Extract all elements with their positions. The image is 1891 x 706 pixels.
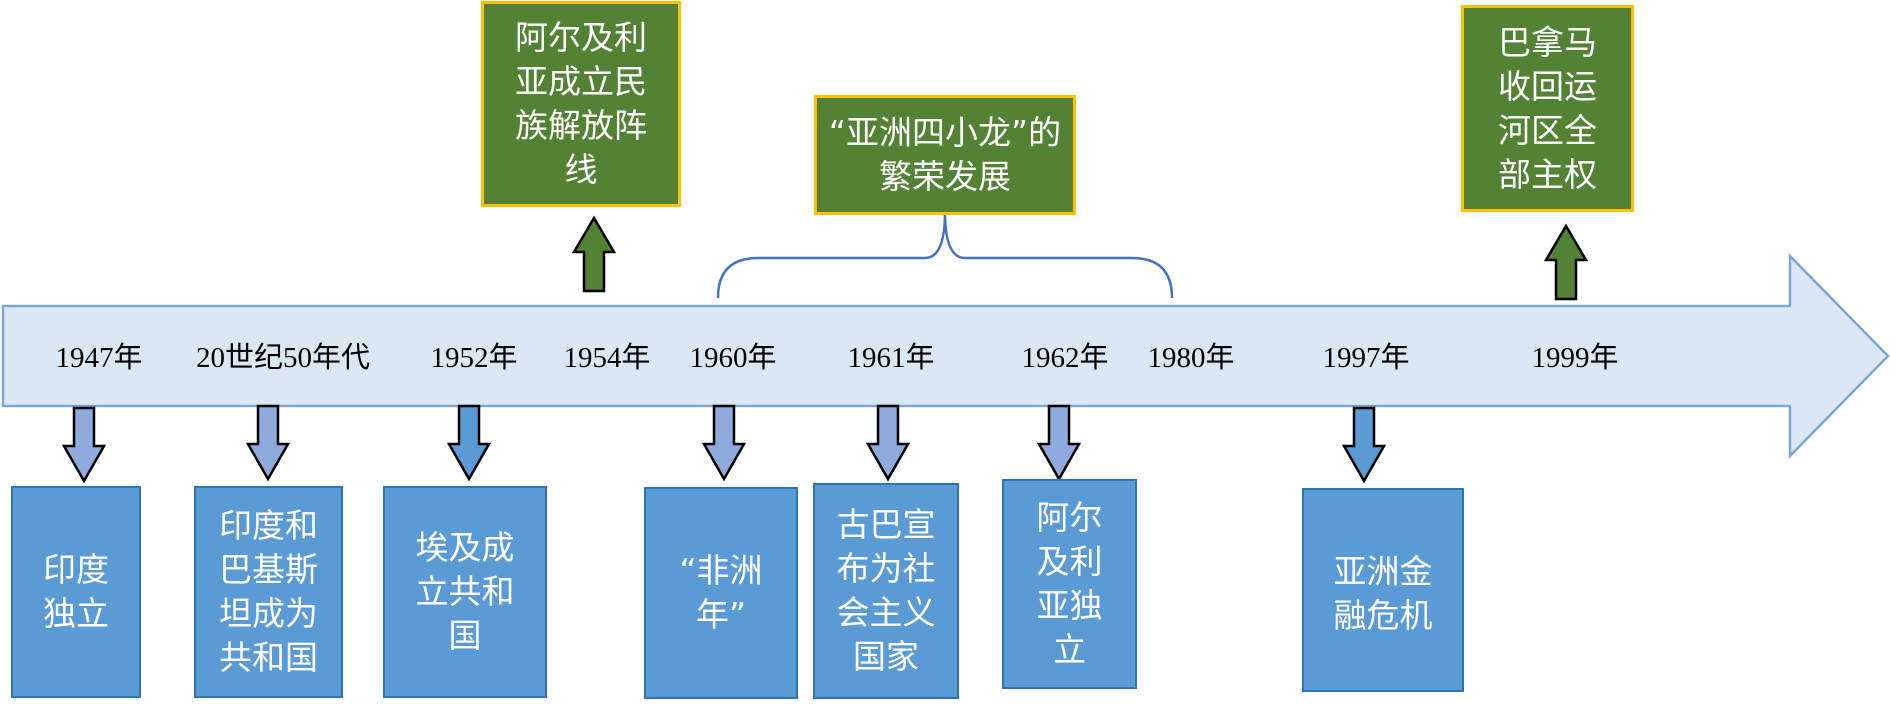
event-text: 古巴宣布为社会主义国家	[836, 505, 936, 676]
event-text: 亚洲金融危机	[1333, 552, 1433, 635]
event-box-africa-year: “非洲年”	[644, 487, 798, 699]
year-label-1999: 1999年	[1531, 342, 1619, 374]
event-text: “亚洲四小龙”的繁荣发展	[828, 113, 1062, 196]
period-brace-1960-1980	[716, 211, 1174, 299]
year-label-1960: 1960年	[689, 342, 777, 374]
event-box-india-independence: 印度独立	[11, 486, 141, 698]
up-arrow-1999	[1543, 223, 1589, 301]
event-text: 阿尔及利亚独立	[1036, 498, 1103, 669]
down-arrow-1962	[1036, 404, 1082, 482]
event-box-four-asian-dragons: “亚洲四小龙”的繁荣发展	[814, 95, 1076, 215]
down-arrow-1952	[446, 404, 492, 482]
down-arrow-1947	[61, 406, 107, 484]
year-label-1947: 1947年	[55, 342, 143, 374]
event-text: 巴拿马收回运河区全部主权	[1498, 22, 1597, 194]
down-arrow-1960	[701, 404, 747, 482]
event-box-panama-canal-sovereignty: 巴拿马收回运河区全部主权	[1461, 5, 1634, 212]
year-label-1961: 1961年	[847, 342, 935, 374]
event-box-algeria-liberation-front: 阿尔及利亚成立民族解放阵线	[481, 1, 681, 207]
event-text: 阿尔及利亚成立民族解放阵线	[515, 18, 647, 189]
event-box-algeria-independence: 阿尔及利亚独立	[1002, 479, 1137, 689]
event-text: 埃及成立共和国	[415, 528, 515, 655]
down-arrow-1950s	[245, 404, 291, 482]
event-text: “非洲年”	[679, 551, 763, 634]
event-text: 印度独立	[43, 550, 109, 633]
event-box-cuba-socialist: 古巴宣布为社会主义国家	[813, 483, 959, 699]
event-box-egypt-republic: 埃及成立共和国	[383, 486, 547, 698]
event-box-asian-financial-crisis: 亚洲金融危机	[1302, 488, 1464, 692]
year-label-1950s: 20世纪50年代	[195, 342, 371, 374]
down-arrow-1961	[865, 404, 911, 482]
year-label-1962: 1962年	[1021, 342, 1109, 374]
event-text: 印度和巴基斯坦成为共和国	[219, 506, 318, 677]
year-label-1997: 1997年	[1322, 342, 1410, 374]
year-label-1980: 1980年	[1147, 342, 1235, 374]
up-arrow-1954	[571, 215, 617, 293]
event-box-india-pakistan-republic: 印度和巴基斯坦成为共和国	[194, 486, 343, 698]
year-label-1952: 1952年	[430, 342, 518, 374]
down-arrow-1997	[1341, 406, 1387, 484]
year-label-1954: 1954年	[563, 342, 651, 374]
